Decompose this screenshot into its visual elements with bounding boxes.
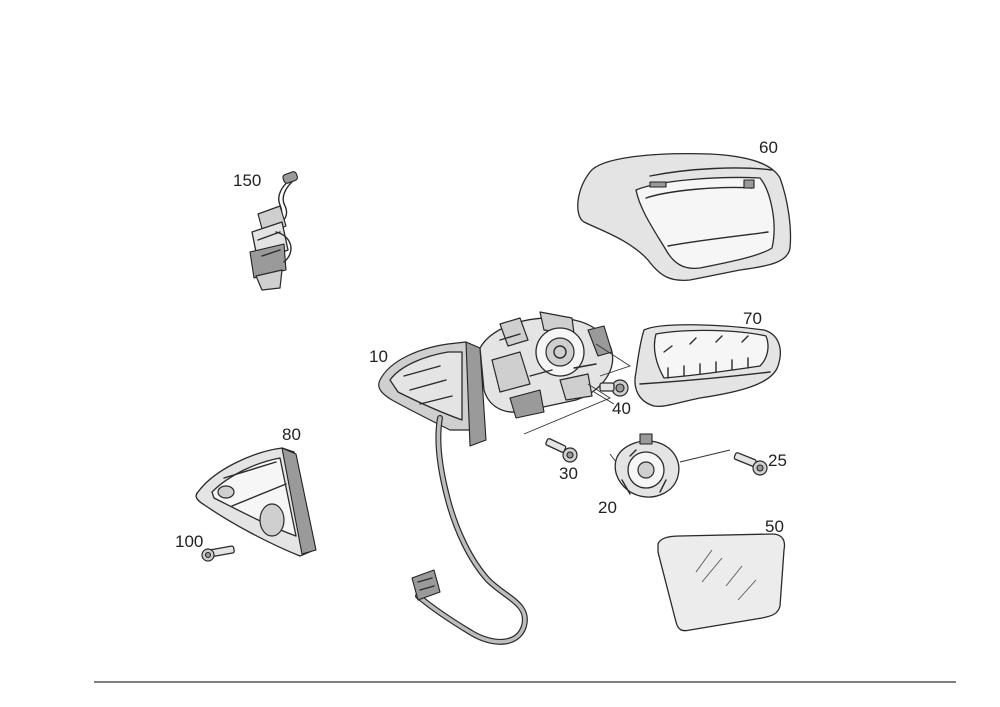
part-50-mirror-glass [657, 533, 786, 632]
label-50: 50 [765, 517, 784, 536]
part-80-turn-signal-lamp [195, 447, 317, 557]
label-30: 30 [559, 464, 578, 483]
part-10-mirror-base-assembly [378, 311, 614, 645]
label-80: 80 [282, 425, 301, 444]
part-150-connector-cable [249, 171, 298, 291]
leader-lines [523, 343, 731, 463]
label-25: 25 [768, 451, 787, 470]
label-40: 40 [612, 399, 631, 418]
part-60-mirror-housing-cover [577, 153, 792, 282]
part-25-screw [733, 452, 768, 476]
label-10: 10 [369, 347, 388, 366]
label-100: 100 [175, 532, 203, 551]
part-30-screw [545, 438, 578, 463]
label-150: 150 [233, 171, 261, 190]
label-70: 70 [743, 309, 762, 328]
part-100-screw [201, 545, 235, 562]
label-60: 60 [759, 138, 778, 157]
part-70-lower-housing-trim [634, 324, 781, 408]
part-20-adjustment-motor [614, 433, 680, 498]
part-labels: 150 60 70 10 40 80 30 25 20 100 50 [175, 138, 787, 551]
part-40-screw [599, 379, 629, 397]
label-20: 20 [598, 498, 617, 517]
